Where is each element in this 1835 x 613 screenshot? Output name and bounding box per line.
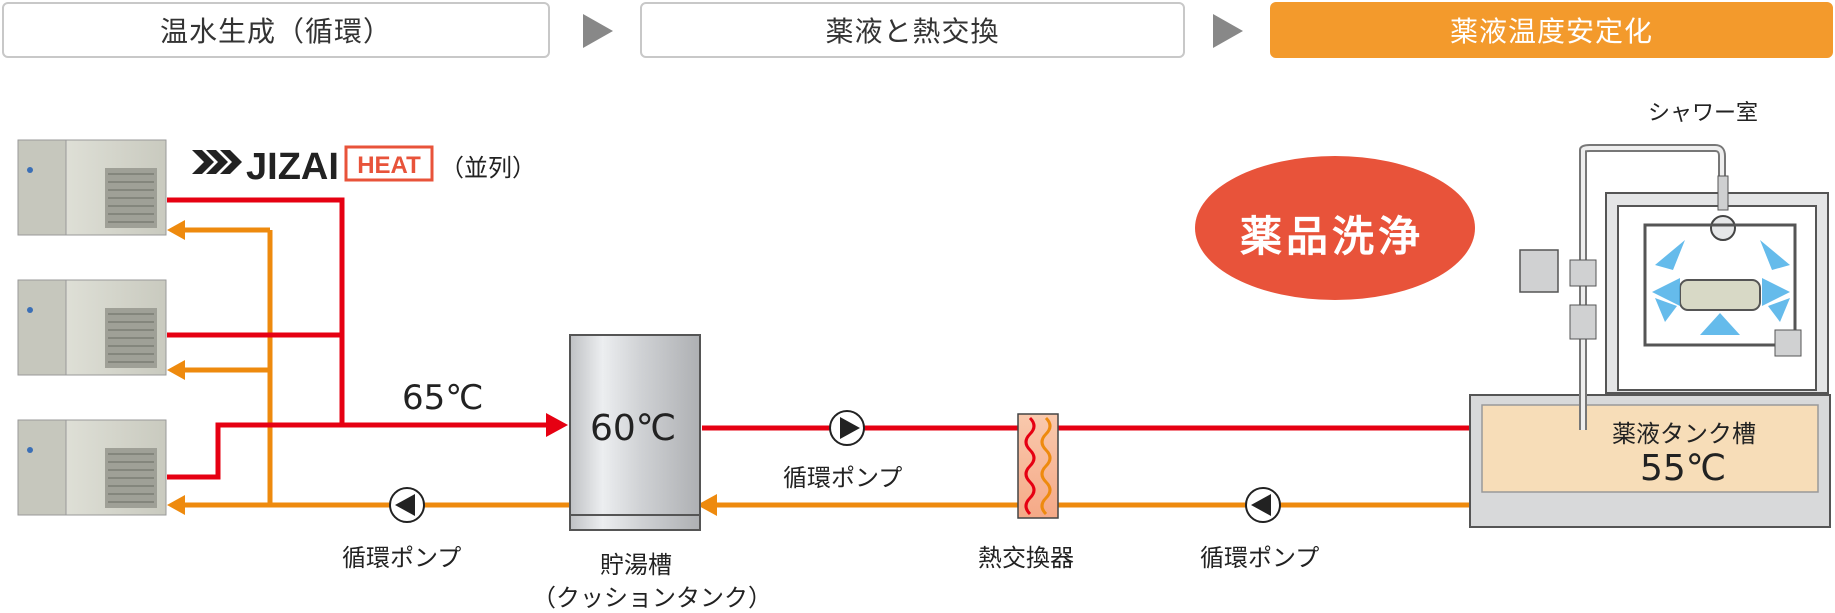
step-arrow-2-icon — [1213, 14, 1243, 48]
pump-mid-label: 循環ポンプ — [783, 464, 903, 492]
heat-pump-unit-icon — [17, 419, 167, 516]
supply-temp: 65℃ — [402, 378, 484, 418]
pump-left-label: 循環ポンプ — [342, 544, 462, 572]
shower-room-icon — [1519, 144, 1829, 430]
badge-ellipse — [1195, 156, 1475, 300]
step-2-label: 薬液と熱交換 — [825, 15, 1000, 48]
logo-text: JIZAI — [246, 146, 339, 188]
return-arrowheads — [167, 220, 717, 516]
badge-label: 薬品洗浄 — [1240, 212, 1425, 261]
parallel-note: （並列） — [440, 154, 536, 182]
pump-icon — [829, 410, 865, 446]
chem-tank-label: 薬液タンク槽 — [1612, 420, 1756, 448]
chem-tank — [1469, 394, 1831, 528]
step-1-label: 温水生成（循環） — [159, 15, 392, 48]
heat-pump-unit-icon — [17, 279, 167, 376]
storage-tank-label: 貯湯槽 — [600, 551, 672, 579]
storage-temp: 60℃ — [590, 408, 677, 449]
step-3: 薬液温度安定化 — [1270, 2, 1833, 58]
step-2: 薬液と熱交換 — [640, 2, 1185, 58]
pump-icon — [1245, 487, 1281, 523]
step-arrow-1-icon — [583, 14, 613, 48]
storage-tank-sublabel: （クッションタンク） — [532, 584, 772, 612]
heat-exchanger-label: 熱交換器 — [978, 544, 1074, 572]
pump-icon — [389, 487, 425, 523]
chem-tank-temp: 55℃ — [1640, 448, 1727, 489]
jizai-logo: JIZAI HEAT — [192, 145, 434, 188]
step-3-label: 薬液温度安定化 — [1449, 15, 1653, 48]
heat-exchanger-icon — [1017, 413, 1059, 519]
heat-pump-unit-icon — [17, 139, 167, 236]
storage-tank — [569, 334, 701, 531]
step-1: 温水生成（循環） — [2, 2, 550, 58]
pump-right-label: 循環ポンプ — [1200, 544, 1320, 572]
shower-room-label: シャワー室 — [1648, 101, 1759, 126]
logo-badge: HEAT — [357, 152, 421, 179]
